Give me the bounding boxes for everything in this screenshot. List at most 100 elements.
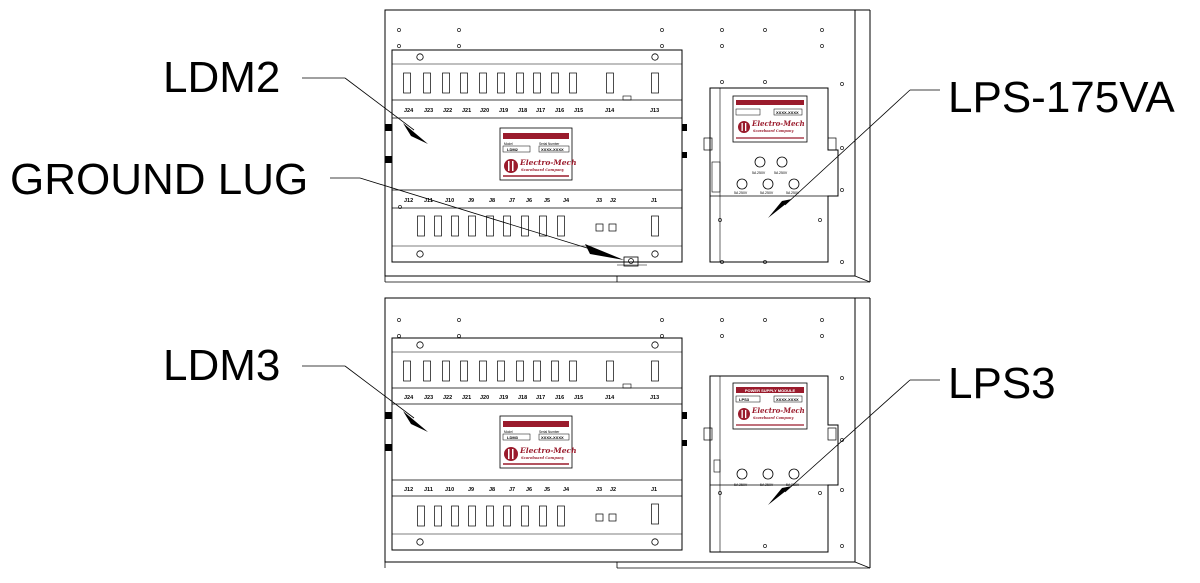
conn-label: J20: [480, 108, 489, 114]
conn-label: J14: [605, 395, 615, 401]
conn-label: J18: [518, 395, 527, 401]
svg-text:5A 250V: 5A 250V: [786, 191, 800, 195]
ldm2-label-plate: Model Serial Number LDM2 XXXX-XXXX Elect…: [499, 127, 577, 181]
callout-lps3: LPS3: [948, 359, 1056, 408]
lps-175va-label-plate: XXXX-XXXX Electro-Mech Scoreboard Compan…: [732, 95, 808, 143]
conn-label: J1: [651, 487, 657, 493]
svg-text:Scoreboard Company: Scoreboard Company: [753, 129, 794, 133]
conn-label: J3: [596, 487, 602, 493]
conn-label: J19: [499, 395, 508, 401]
conn-label: J1: [651, 198, 657, 204]
conn-label: J3: [596, 198, 602, 204]
svg-text:Model: Model: [504, 430, 513, 434]
conn-label: J5: [544, 198, 550, 204]
svg-text:Model: Model: [504, 142, 513, 146]
ldm3-module: J24 J23 J22 J21 J20 J19 J18 J17 J16 J15 …: [385, 337, 687, 551]
conn-label: J18: [518, 108, 527, 114]
svg-text:Electro-Mech: Electro-Mech: [519, 446, 577, 455]
callout-ground-lug: GROUND LUG: [10, 155, 308, 204]
conn-label: J9: [468, 487, 474, 493]
conn-label: J8: [489, 198, 495, 204]
conn-label: J13: [650, 108, 659, 114]
conn-label: J17: [536, 395, 545, 401]
top-connector-labels: J24 J23 J22 J21 J20 J19 J18 J17 J16 J15 …: [404, 395, 659, 401]
svg-text:5A 250V: 5A 250V: [760, 483, 774, 487]
callout-lps-175va: LPS-175VA: [948, 73, 1175, 122]
conn-label: J2: [610, 198, 616, 204]
svg-text:POWER SUPPLY MODULE: POWER SUPPLY MODULE: [745, 388, 796, 393]
lps-175va-module: 5A 250V 5A 250V 5A 250V 5A 250V 5A 250V …: [703, 87, 839, 263]
svg-text:5A 250V: 5A 250V: [734, 483, 748, 487]
callouts: LDM2 GROUND LUG LPS-175VA LDM3 LPS3: [10, 53, 1175, 505]
svg-text:Scoreboard Company: Scoreboard Company: [521, 168, 565, 172]
conn-label: J20: [480, 395, 489, 401]
ground-lug: [617, 256, 647, 267]
svg-text:Serial Number: Serial Number: [539, 142, 560, 146]
conn-label: J10: [445, 198, 454, 204]
conn-label: J19: [499, 108, 508, 114]
svg-text:XXXX-XXXX: XXXX-XXXX: [541, 147, 564, 152]
conn-label: J14: [605, 108, 615, 114]
conn-label: J4: [563, 487, 570, 493]
svg-text:5A 250V: 5A 250V: [734, 191, 748, 195]
conn-label: J15: [574, 108, 583, 114]
conn-label: J7: [509, 198, 515, 204]
bottom-connector-labels: J12 J11 J10 J9 J8 J7 J6 J5 J4 J3 J2 J1: [404, 487, 657, 493]
arrow-ldm2: [403, 123, 428, 144]
svg-text:Electro-Mech: Electro-Mech: [751, 119, 805, 128]
ldm3-label-plate: Model Serial Number LDM3 XXXX-XXXX Elect…: [499, 415, 577, 469]
conn-label: J21: [462, 395, 471, 401]
conn-label: J17: [536, 108, 545, 114]
svg-text:5A 250V: 5A 250V: [760, 191, 774, 195]
conn-label: J5: [544, 487, 550, 493]
svg-text:LPS3: LPS3: [739, 397, 750, 402]
conn-label: J7: [509, 487, 515, 493]
callout-ldm2: LDM2: [163, 53, 280, 102]
svg-text:XXXX-XXXX: XXXX-XXXX: [776, 110, 799, 115]
svg-text:Serial Number: Serial Number: [539, 430, 560, 434]
callout-ldm3: LDM3: [163, 341, 280, 390]
svg-text:LDM2: LDM2: [507, 147, 519, 152]
svg-text:Scoreboard Company: Scoreboard Company: [753, 416, 794, 420]
conn-label: J11: [424, 198, 433, 204]
conn-label: J12: [404, 487, 413, 493]
conn-label: J16: [555, 395, 564, 401]
arrow-lps-175va: [768, 199, 792, 218]
svg-text:5A 250V: 5A 250V: [752, 171, 766, 175]
conn-label: J13: [650, 395, 659, 401]
top-connector-labels: J24 J23 J22 J21 J20 J19 J18 J17 J16 J15 …: [404, 108, 659, 114]
lps3-module: 5A 250V 5A 250V 5A 250V POWER SUPPLY MOD…: [703, 375, 839, 553]
conn-label: J10: [445, 487, 454, 493]
conn-label: J21: [462, 108, 471, 114]
conn-label: J4: [563, 198, 570, 204]
conn-label: J23: [424, 395, 433, 401]
conn-label: J12: [404, 198, 413, 204]
conn-label: J8: [489, 487, 495, 493]
conn-label: J11: [424, 487, 433, 493]
conn-label: J22: [443, 395, 452, 401]
svg-text:5A 250V: 5A 250V: [774, 171, 788, 175]
svg-text:LDM3: LDM3: [507, 435, 519, 440]
conn-label: J24: [404, 108, 414, 114]
arrow-ground-lug: [585, 244, 624, 260]
conn-label: J6: [526, 487, 532, 493]
ldm2-module: J24 J23 J22 J21 J20 J19 J18 J17 J16 J15 …: [385, 49, 687, 267]
svg-text:XXXX-XXXX: XXXX-XXXX: [541, 435, 564, 440]
conn-label: J16: [555, 108, 564, 114]
svg-text:Electro-Mech: Electro-Mech: [519, 158, 577, 167]
svg-text:XXXX-XXXX: XXXX-XXXX: [776, 397, 799, 402]
conn-label: J6: [526, 198, 532, 204]
svg-text:Electro-Mech: Electro-Mech: [751, 406, 805, 415]
conn-label: J15: [574, 395, 583, 401]
conn-label: J9: [468, 198, 474, 204]
bottom-enclosure: J24 J23 J22 J21 J20 J19 J18 J17 J16 J15 …: [384, 297, 871, 569]
conn-label: J2: [610, 487, 616, 493]
top-enclosure: J24 J23 J22 J21 J20 J19 J18 J17 J16 J15 …: [384, 9, 871, 283]
arrow-ldm3: [403, 411, 428, 432]
svg-text:Scoreboard Company: Scoreboard Company: [521, 456, 565, 460]
conn-label: J22: [443, 108, 452, 114]
lps3-label-plate: POWER SUPPLY MODULE LPS3 XXXX-XXXX Elect…: [732, 382, 808, 430]
bottom-connector-labels: J12 J11 J10 J9 J8 J7 J6 J5 J4 J3 J2 J1: [404, 198, 657, 204]
conn-label: J24: [404, 395, 414, 401]
